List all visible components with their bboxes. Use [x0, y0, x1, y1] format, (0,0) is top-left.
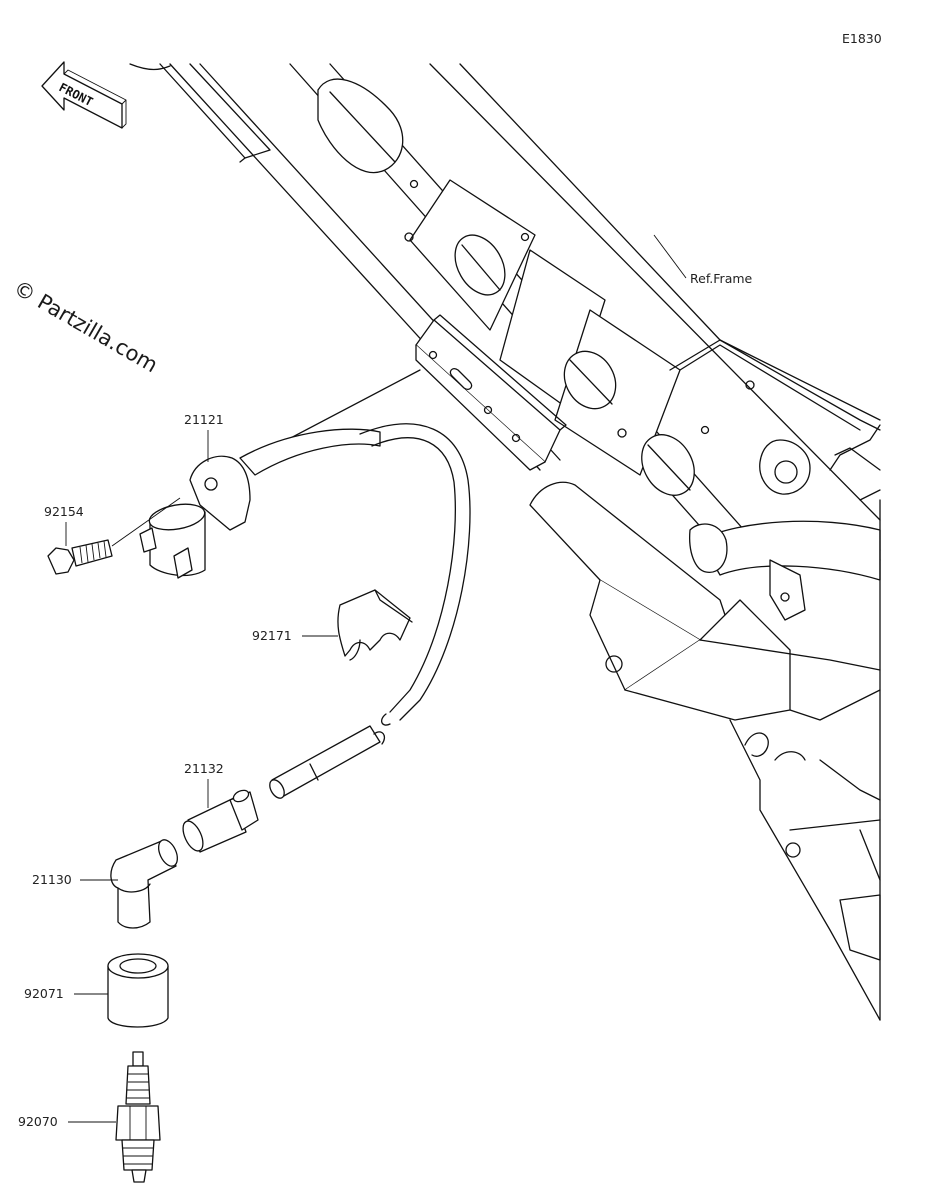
connector-21132-drawing	[182, 789, 259, 853]
boot-92071-drawing	[107, 953, 169, 1028]
part-label-92071: 92071	[24, 986, 64, 1001]
part-label-21130: 21130	[32, 872, 72, 887]
ref-frame-label: Ref.Frame	[690, 271, 753, 286]
frame-drawing	[129, 63, 881, 1021]
part-label-21132: 21132	[184, 761, 224, 776]
lead-end-drawing	[269, 725, 386, 799]
ignition-coil-drawing	[139, 369, 471, 726]
spark-plug-92070-drawing	[115, 1051, 161, 1183]
plug-cap-21130-drawing	[110, 839, 179, 929]
part-label-92154: 92154	[44, 504, 84, 519]
part-label-92171: 92171	[252, 628, 292, 643]
diagram-code: E1830	[842, 31, 882, 46]
clamp-92171-drawing	[337, 589, 413, 661]
part-label-92070: 92070	[18, 1114, 58, 1129]
bracket-clip-drawing	[415, 314, 567, 471]
part-label-21121: 21121	[184, 412, 224, 427]
watermark: © Partzilla.com	[10, 276, 162, 378]
bolt-92154-drawing	[47, 539, 113, 575]
front-arrow-icon: FRONT	[41, 61, 127, 129]
